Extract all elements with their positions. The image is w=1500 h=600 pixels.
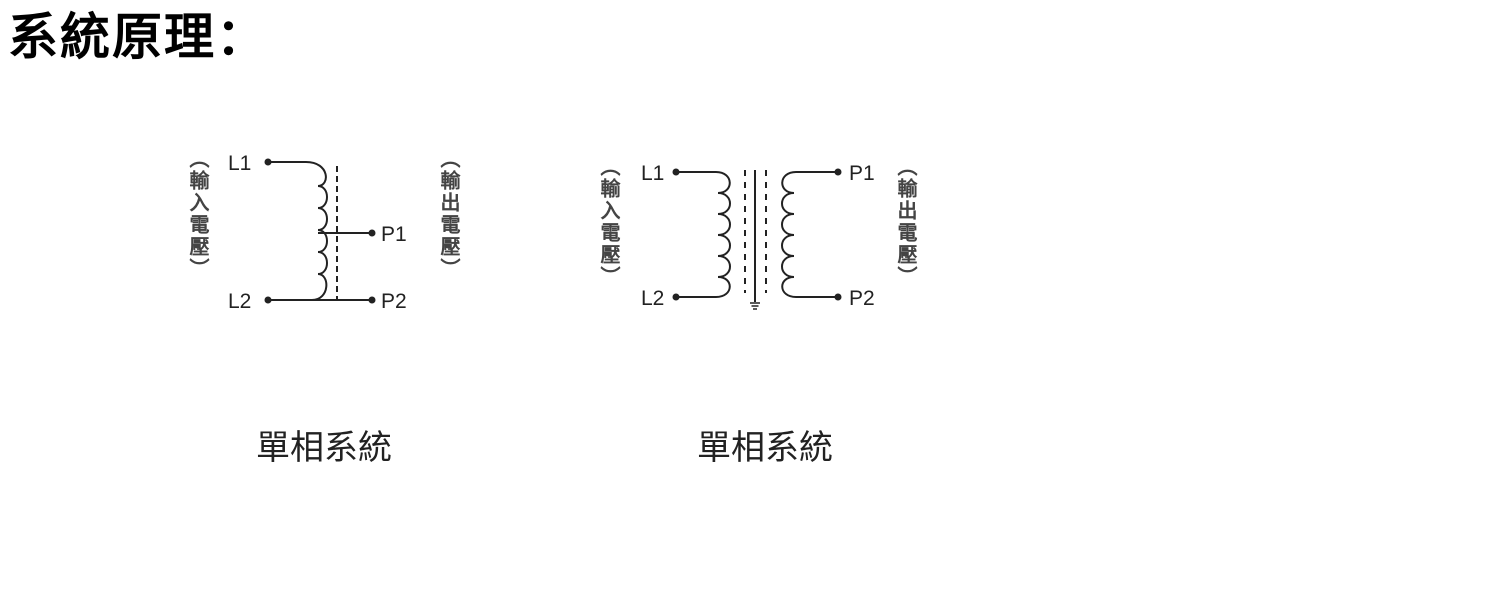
terminal-label-l2: L2 [641, 287, 664, 310]
terminal-dot-l2 [264, 296, 272, 304]
terminal-label-l2: L2 [228, 290, 251, 313]
terminal-dot-l1 [672, 168, 680, 176]
diagram-autotransformer [268, 161, 372, 301]
terminal-dot-p1 [834, 168, 842, 176]
terminal-dot-l1 [264, 158, 272, 166]
diagram1-output-voltage-label: （輸出電壓） [437, 148, 461, 280]
ground-icon [750, 302, 760, 310]
terminal-dot-p2 [834, 293, 842, 301]
diagram2-input-voltage-label: （輸入電壓） [597, 156, 621, 288]
diagram1-input-voltage-label: （輸入電壓） [186, 148, 210, 280]
terminal-dot-p2 [368, 296, 376, 304]
terminal-label-p2: P2 [849, 287, 875, 310]
terminal-label-l1: L1 [641, 162, 664, 185]
terminal-dot-l2 [672, 293, 680, 301]
diagram2-output-voltage-label: （輸出電壓） [894, 156, 918, 288]
diagram1-caption: 單相系統 [256, 428, 392, 468]
terminal-dot-p1 [368, 229, 376, 237]
diagram2-caption: 單相系統 [697, 428, 833, 468]
terminal-label-p1: P1 [381, 223, 407, 246]
page-title: 系統原理： [8, 8, 268, 66]
secondary-coil-icon [781, 171, 797, 298]
terminal-label-l1: L1 [228, 152, 251, 175]
diagram-isolation-transformer [676, 170, 838, 302]
primary-coil-icon [715, 171, 731, 298]
winding-coil-icon [305, 161, 328, 301]
terminal-label-p2: P2 [381, 290, 407, 313]
terminal-label-p1: P1 [849, 162, 875, 185]
